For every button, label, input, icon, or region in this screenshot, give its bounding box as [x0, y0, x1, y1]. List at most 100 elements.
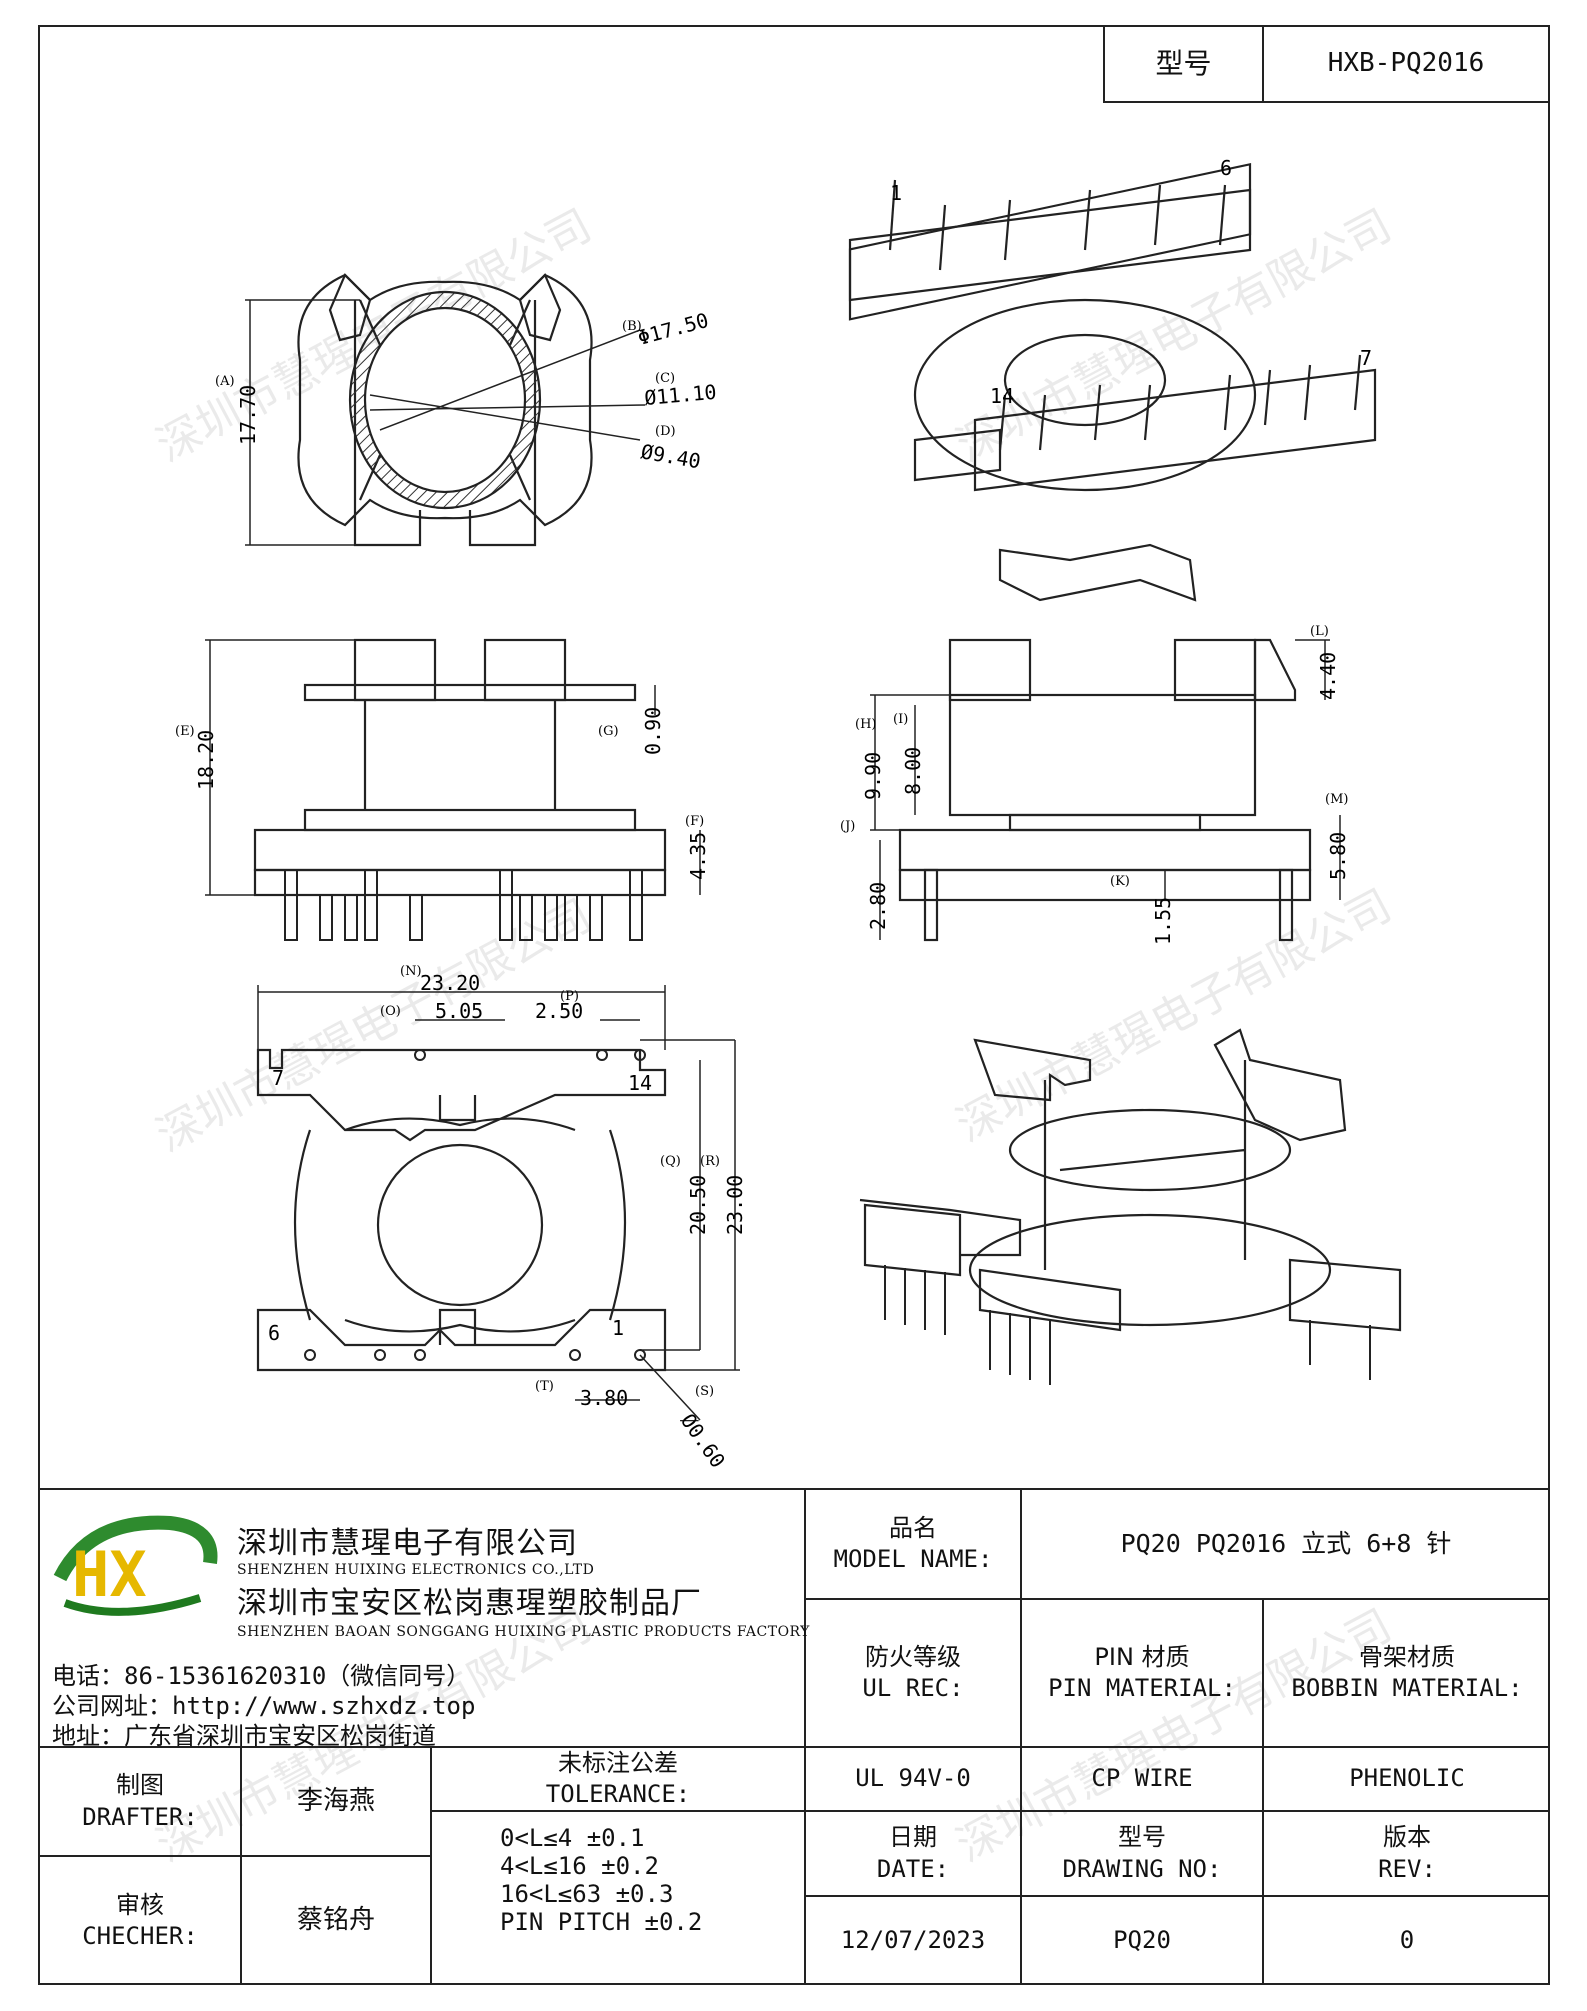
title-block-hline-3	[804, 1810, 1550, 1812]
dim-ref-n: (N)	[400, 964, 422, 979]
pin-material-label-cn: PIN 材质	[1094, 1642, 1190, 1671]
dim-ref-l: (L)	[1310, 624, 1329, 639]
dim-ref-h: (H)	[855, 717, 876, 732]
tolerance-line: 4<L≤16 ±0.2	[500, 1852, 659, 1880]
header-divider-mid	[1262, 25, 1264, 103]
title-block-hline-1	[804, 1598, 1550, 1600]
dim-value-q: 20.50	[686, 1175, 710, 1235]
dim-ref-r: (R)	[700, 1154, 720, 1169]
tolerance-line: 16<L≤63 ±0.3	[500, 1880, 674, 1908]
bottom-view	[256, 985, 740, 1421]
dim-ref-d: (D)	[655, 424, 676, 439]
factory-name-en: SHENZHEN BAOAN SONGGANG HUIXING PLASTIC …	[237, 1624, 810, 1640]
title-block-top-border	[38, 1488, 1550, 1490]
checker-label-cn: 审核	[116, 1890, 164, 1919]
ul-rec-label-en: UL REC:	[862, 1674, 964, 1702]
dim-ref-p: (P)	[560, 989, 579, 1004]
drafter-label-cn: 制图	[116, 1771, 164, 1800]
tolerance-label-cn: 未标注公差	[558, 1748, 678, 1777]
tolerance-label-en: TOLERANCE:	[545, 1780, 691, 1808]
date-label: 日期 DATE:	[806, 1812, 1020, 1895]
rev-label: 版本 REV:	[1264, 1812, 1550, 1895]
pin-label-14: 14	[628, 1071, 652, 1095]
dim-ref-k: (K)	[1110, 874, 1130, 889]
pin-label-7: 7	[1360, 346, 1372, 370]
logo-swoosh	[53, 1515, 218, 1582]
title-block-vline-main	[804, 1488, 806, 1985]
bobbin-material-label: 骨架材质 BOBBIN MATERIAL:	[1264, 1600, 1550, 1746]
dim-value-p: 2.50	[535, 999, 583, 1023]
title-block-vline-2	[1020, 1488, 1022, 1985]
dim-ref-m: (M)	[1325, 792, 1348, 807]
drawing-no-label-cn: 型号	[1118, 1823, 1166, 1852]
bobbin-material-label-cn: 骨架材质	[1359, 1642, 1455, 1671]
dim-value-d: Ø9.40	[639, 439, 702, 473]
tolerance-line: 0<L≤4 ±0.1	[500, 1824, 645, 1852]
drafter-label: 制图 DRAFTER:	[40, 1748, 240, 1855]
dim-value-i: 8.00	[901, 747, 925, 795]
pin-label-7: 7	[272, 1066, 284, 1090]
drawing-no-value: PQ20	[1113, 1926, 1171, 1955]
pin-label-6: 6	[1220, 156, 1232, 180]
factory-name-cn: 深圳市宝安区松岗惠瑆塑胶制品厂	[237, 1586, 702, 1621]
dim-value-j: 2.80	[866, 882, 890, 930]
model-name-label-cn: 品名	[889, 1513, 937, 1542]
ul-rec-label-cn: 防火等级	[865, 1642, 961, 1671]
checker-label-en: CHECHER:	[82, 1922, 198, 1950]
ul-rec-label: 防火等级 UL REC:	[806, 1600, 1020, 1746]
pin-material-label-en: PIN MATERIAL:	[1048, 1674, 1236, 1702]
dim-value-h: 9.90	[861, 752, 885, 800]
model-name-label-en: MODEL NAME:	[833, 1545, 993, 1573]
pin-label-1: 1	[612, 1316, 624, 1340]
company-name-cn: 深圳市慧瑆电子有限公司	[237, 1526, 578, 1561]
tolerance-line: PIN PITCH ±0.2	[500, 1908, 703, 1936]
phone: 电话：86-15361620310（微信同号）	[52, 1662, 471, 1690]
bobbin-material-label-en: BOBBIN MATERIAL:	[1291, 1674, 1523, 1702]
tolerance-table: 0<L≤4 ±0.1 4<L≤16 ±0.2 16<L≤63 ±0.3 PIN …	[500, 1824, 702, 1936]
company-logo: HX	[53, 1515, 218, 1616]
dim-value-g: 0.90	[641, 707, 665, 755]
checker-name: 蔡铭舟	[296, 1905, 375, 1936]
pin-material-label: PIN 材质 PIN MATERIAL:	[1022, 1600, 1262, 1746]
title-block-vline-left-1	[240, 1746, 242, 1985]
model-name-value: PQ20 PQ2016 立式 6+8 针	[1120, 1528, 1452, 1558]
dim-value-o: 5.05	[435, 999, 483, 1023]
dim-value-k: 1.55	[1151, 897, 1175, 945]
rev-label-en: REV:	[1378, 1854, 1436, 1883]
isometric-view-bottom	[859, 1028, 1402, 1385]
date-label-cn: 日期	[889, 1823, 937, 1852]
dim-value-m: 5.80	[1326, 832, 1350, 880]
pin-material-value: CP WIRE	[1091, 1764, 1193, 1793]
title-block-hline-tol	[430, 1810, 804, 1812]
dim-ref-t: (T)	[535, 1379, 554, 1394]
date-value: 12/07/2023	[840, 1926, 986, 1955]
top-view	[245, 273, 646, 547]
header-model-label: 型号	[1155, 46, 1212, 80]
checker-label: 审核 CHECHER:	[40, 1857, 240, 1985]
header-model-value: HXB-PQ2016	[1327, 48, 1485, 79]
dim-value-b: Φ17.50	[635, 308, 711, 350]
rev-value: 0	[1399, 1926, 1415, 1955]
ul-rec-value: UL 94V-0	[855, 1764, 971, 1793]
header-divider-left	[1103, 25, 1105, 103]
rev-label-cn: 版本	[1383, 1823, 1431, 1852]
dim-value-e: 18.20	[194, 730, 218, 790]
drawing-no-label-en: DRAWING NO:	[1062, 1854, 1222, 1883]
drawing-no-label: 型号 DRAWING NO:	[1022, 1812, 1262, 1895]
dim-value-f: 4.35	[686, 832, 710, 880]
drafter-name: 李海燕	[296, 1785, 375, 1816]
side-view	[870, 638, 1341, 942]
dim-ref-e: (E)	[175, 724, 195, 739]
website: 公司网址：http://www.szhxdz.top	[52, 1692, 476, 1720]
dim-ref-g: (G)	[598, 724, 619, 739]
pin-label-1: 1	[890, 181, 902, 205]
pin-label-14: 14	[990, 384, 1014, 408]
front-view	[205, 638, 701, 941]
model-name-label: 品名 MODEL NAME:	[806, 1490, 1020, 1598]
dim-ref-s: (S)	[695, 1384, 714, 1399]
dim-ref-q: (Q)	[660, 1154, 681, 1169]
date-label-en: DATE:	[876, 1854, 950, 1883]
header-divider-bottom	[1103, 101, 1550, 103]
title-block-vline-left-2	[430, 1746, 432, 1985]
dim-value-r: 23.00	[723, 1175, 747, 1235]
